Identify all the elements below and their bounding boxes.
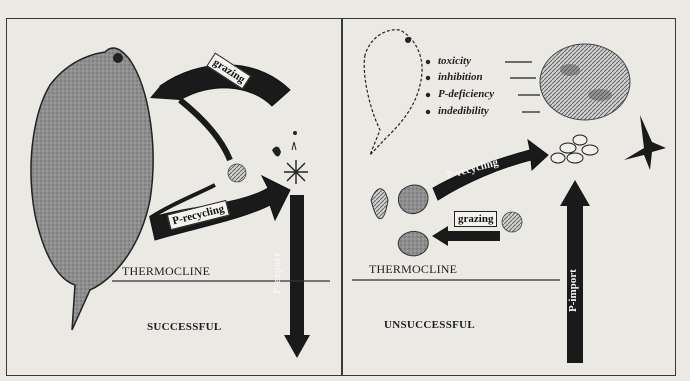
p-export-label: P-export (272, 253, 283, 294)
outcome-label-right: UNSUCCESSFUL (384, 320, 475, 331)
factor-inhibition: inhibition (438, 72, 483, 83)
p-import-label: P-import (568, 269, 579, 312)
p-export-arrowhead (284, 335, 310, 358)
thermocline-label-left: THERMOCLINE (122, 265, 210, 277)
star-plankton-icon (284, 160, 308, 184)
phyto-cell-round-1 (398, 185, 428, 214)
grazing-arrow-right (432, 226, 500, 246)
daphnia-outline-dashed (364, 30, 422, 155)
phyto-cluster-left (228, 164, 246, 182)
daphnia-large (31, 48, 153, 330)
p-import-arrowhead (560, 180, 590, 206)
daphnia-eye-icon (113, 53, 123, 63)
factor-bullet (426, 93, 430, 97)
flower-colony-icon (551, 135, 598, 163)
factor-indedibility: indedibility (438, 106, 489, 117)
colony-large (540, 44, 630, 120)
outcome-label-left: SUCCESSFUL (147, 322, 222, 333)
phyto-cell-spindle (371, 189, 388, 219)
thermocline-label-right: THERMOCLINE (369, 263, 457, 275)
factor-bullet (426, 76, 430, 80)
daphnia-eye-small-icon (405, 37, 411, 43)
factor-bullet (426, 60, 430, 64)
grazing-label-right: grazing (454, 214, 497, 225)
phyto-cluster-right (502, 212, 522, 232)
small-organism-icon (272, 146, 281, 156)
factor-p-deficiency: P-deficiency (438, 89, 494, 100)
factor-toxicity: toxicity (438, 56, 471, 67)
phyto-cell-round-2 (398, 231, 428, 255)
ceratium-icon (624, 115, 666, 170)
factor-bullet (426, 110, 430, 114)
p-export-bar (290, 195, 304, 335)
